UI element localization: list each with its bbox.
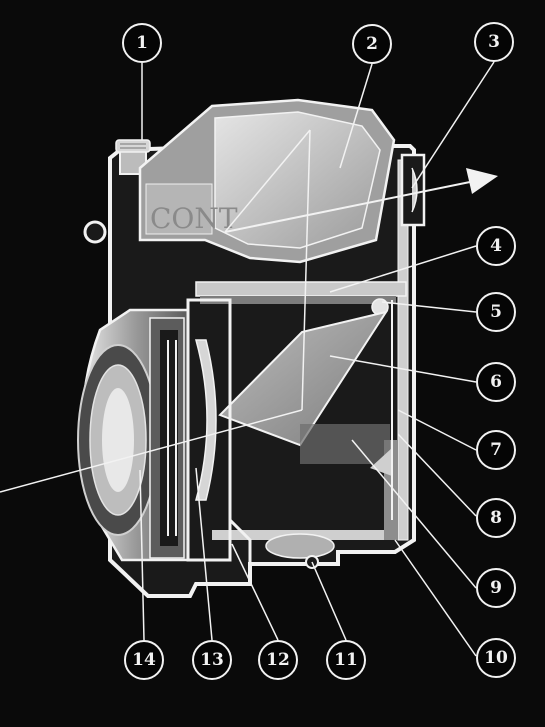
- nameplate-text: CONT: [150, 202, 238, 235]
- callout-number: 3: [488, 32, 500, 52]
- leader-lines: [139, 61, 495, 657]
- callout-number: 6: [490, 372, 502, 392]
- callout-11: 11: [326, 640, 366, 680]
- eyepiece: [400, 153, 426, 227]
- callout-9: 9: [476, 568, 516, 608]
- callout-number: 7: [490, 440, 502, 460]
- callout-8: 8: [476, 498, 516, 538]
- focusing-screen: [195, 281, 407, 304]
- callout-5: 5: [476, 292, 516, 332]
- shutter-mechanism: [265, 533, 335, 569]
- callout-number: 14: [132, 650, 156, 670]
- callout-number: 1: [136, 33, 148, 53]
- callout-2: 2: [352, 24, 392, 64]
- callout-7: 7: [476, 430, 516, 470]
- callout-12: 12: [258, 640, 298, 680]
- optical-path: [0, 129, 498, 493]
- callout-14: 14: [124, 640, 164, 680]
- callout-number: 12: [266, 650, 290, 670]
- exit-arrow-icon: [466, 168, 498, 194]
- callout-number: 8: [490, 508, 502, 528]
- callout-13: 13: [192, 640, 232, 680]
- callout-number: 5: [490, 302, 502, 322]
- callout-number: 2: [366, 34, 378, 54]
- callout-number: 13: [200, 650, 224, 670]
- callout-number: 11: [334, 650, 358, 670]
- callout-3: 3: [474, 22, 514, 62]
- callout-number: 9: [490, 578, 502, 598]
- callout-1: 1: [122, 23, 162, 63]
- lens-assembly: [77, 298, 252, 584]
- callout-6: 6: [476, 362, 516, 402]
- callout-10: 10: [476, 638, 516, 678]
- callout-number: 10: [484, 648, 508, 668]
- rewind-knob: [83, 139, 151, 244]
- callout-number: 4: [490, 236, 502, 256]
- callout-4: 4: [476, 226, 516, 266]
- bottom-strip: [0, 707, 545, 727]
- mirror-box: [300, 300, 393, 520]
